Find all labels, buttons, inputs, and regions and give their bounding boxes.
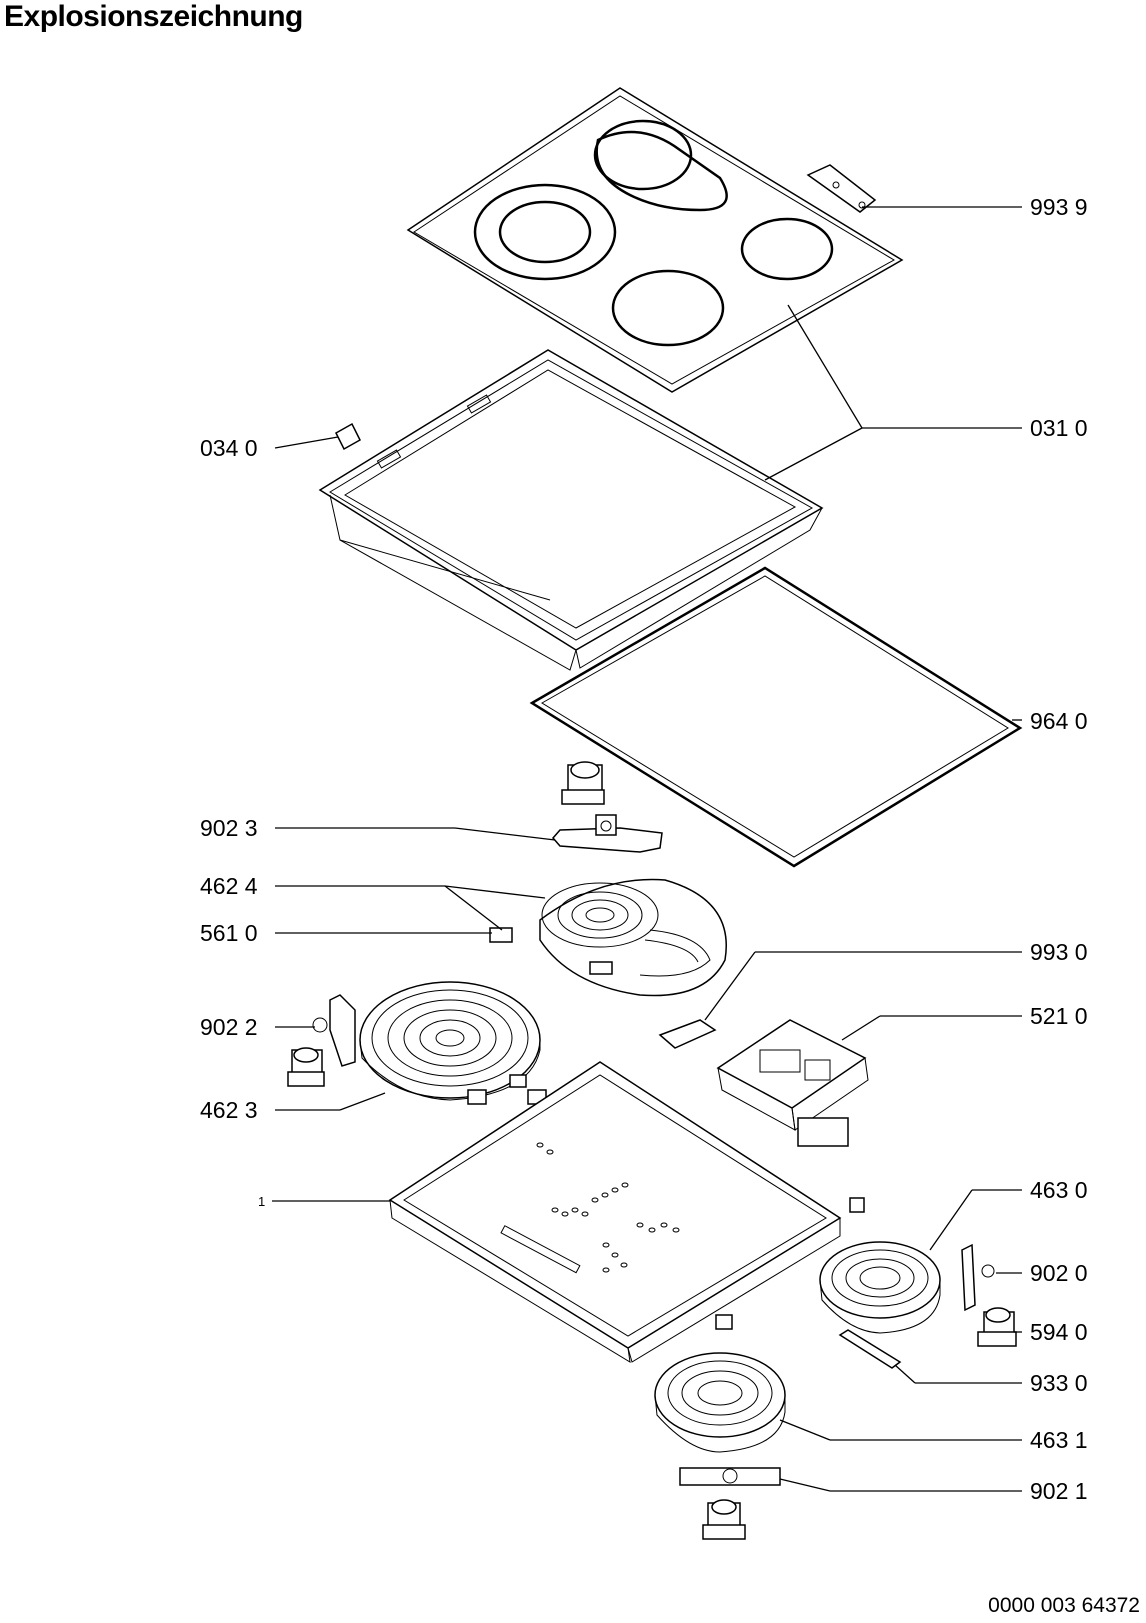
temperature-sensor	[838, 1329, 902, 1369]
label-993-9: 993 9	[1030, 194, 1088, 220]
control-module	[716, 1019, 869, 1147]
part-labels: 993 9 031 0 034 0 964 0 902 3 462 4 561 …	[200, 194, 1088, 1504]
label-993-0: 993 0	[1030, 939, 1088, 965]
label-462-4: 462 4	[200, 873, 258, 899]
oval-heating-element	[539, 878, 727, 997]
cooktop-frame	[318, 349, 824, 671]
label-521-0: 521 0	[1030, 1003, 1088, 1029]
glass-ceramic-top	[406, 87, 904, 393]
bracket-front	[679, 1467, 781, 1540]
right-heating-element	[819, 1197, 941, 1334]
label-034-0: 034 0	[200, 435, 258, 461]
bracket-left	[287, 994, 547, 1105]
bracket-upper	[552, 761, 663, 853]
base-tray	[388, 1061, 842, 1363]
clip-part	[335, 422, 361, 451]
bracket-right	[961, 1243, 1017, 1347]
page-title: Explosionszeichnung	[4, 0, 303, 33]
label-463-0: 463 0	[1030, 1177, 1088, 1203]
label-933-0: 933 0	[1030, 1370, 1088, 1396]
leader-lines	[272, 206, 1022, 1492]
label-902-3: 902 3	[200, 815, 258, 841]
label-462-3: 462 3	[200, 1097, 258, 1123]
label-902-0: 902 0	[1030, 1260, 1088, 1286]
front-heating-element	[654, 1314, 786, 1453]
frame-seal	[529, 566, 1023, 868]
label-594-0: 594 0	[1030, 1319, 1088, 1345]
small-terminal	[489, 927, 513, 943]
perforation-pattern	[536, 1142, 680, 1273]
clip-holder	[658, 1019, 717, 1049]
label-561-0: 561 0	[200, 920, 258, 946]
label-902-2: 902 2	[200, 1014, 258, 1040]
large-round-heating-element	[359, 981, 541, 1105]
label-902-1: 902 1	[1030, 1478, 1088, 1504]
label-1: 1	[258, 1194, 265, 1209]
document-number: 0000 003 64372	[988, 1594, 1140, 1617]
label-964-0: 964 0	[1030, 708, 1088, 734]
label-031-0: 031 0	[1030, 415, 1088, 441]
label-463-1: 463 1	[1030, 1427, 1088, 1453]
